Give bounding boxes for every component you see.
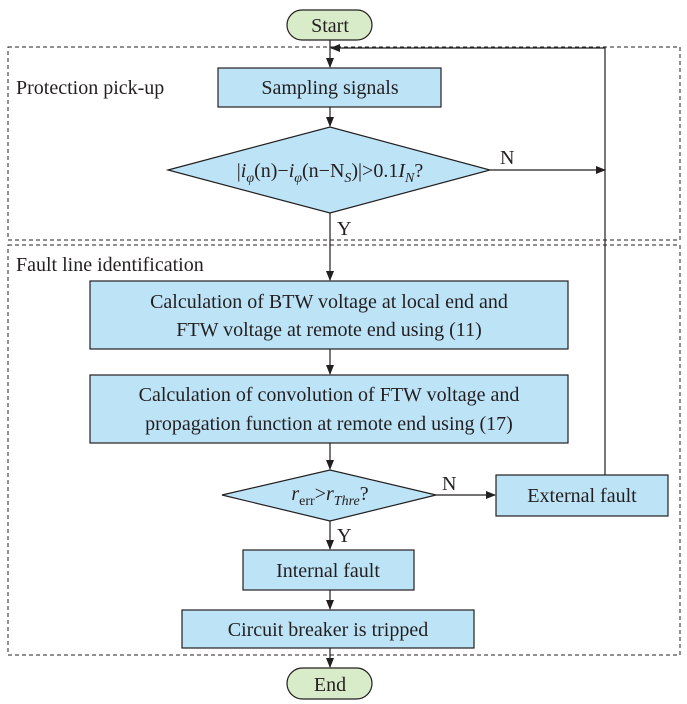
btw-line-2: FTW voltage at remote end using (11) xyxy=(176,319,481,341)
threshold-decision-diamond xyxy=(221,469,437,522)
no-label-2: N xyxy=(442,473,456,495)
feedback-loop-line xyxy=(330,44,606,475)
protection-pickup-region xyxy=(7,46,681,241)
btw-line-1: Calculation of BTW voltage at local end … xyxy=(150,291,508,313)
section-label-identification: Fault line identification xyxy=(16,254,204,276)
fault-identification-region xyxy=(7,244,681,656)
pickup-decision-diamond xyxy=(165,126,493,214)
sampling-signals-box xyxy=(217,67,442,108)
end-label: End xyxy=(314,674,346,696)
external-fault-box xyxy=(495,474,669,517)
conv-line-2: propagation function at remote end using… xyxy=(145,413,513,435)
breaker-tripped-label: Circuit breaker is tripped xyxy=(228,619,429,641)
sampling-signals-label: Sampling signals xyxy=(261,77,398,99)
threshold-condition: rerr>rThre? xyxy=(291,483,368,509)
start-label: Start xyxy=(311,15,349,37)
yes-label-2: Y xyxy=(337,525,351,547)
btw-calculation-box xyxy=(89,280,569,350)
external-fault-label: External fault xyxy=(527,485,637,507)
internal-fault-box xyxy=(242,549,415,591)
conv-line-1: Calculation of convolution of FTW voltag… xyxy=(139,384,520,406)
end-terminal xyxy=(286,667,373,700)
start-terminal xyxy=(286,9,373,41)
pickup-condition: |iφ(n)−iφ(n−NS)|>0.1IN? xyxy=(237,160,424,186)
no-label-1: N xyxy=(500,147,514,169)
breaker-tripped-box xyxy=(181,609,475,649)
internal-fault-label: Internal fault xyxy=(276,560,380,582)
section-label-pickup: Protection pick-up xyxy=(16,77,164,99)
convolution-box xyxy=(89,374,569,444)
yes-label-1: Y xyxy=(337,218,351,240)
